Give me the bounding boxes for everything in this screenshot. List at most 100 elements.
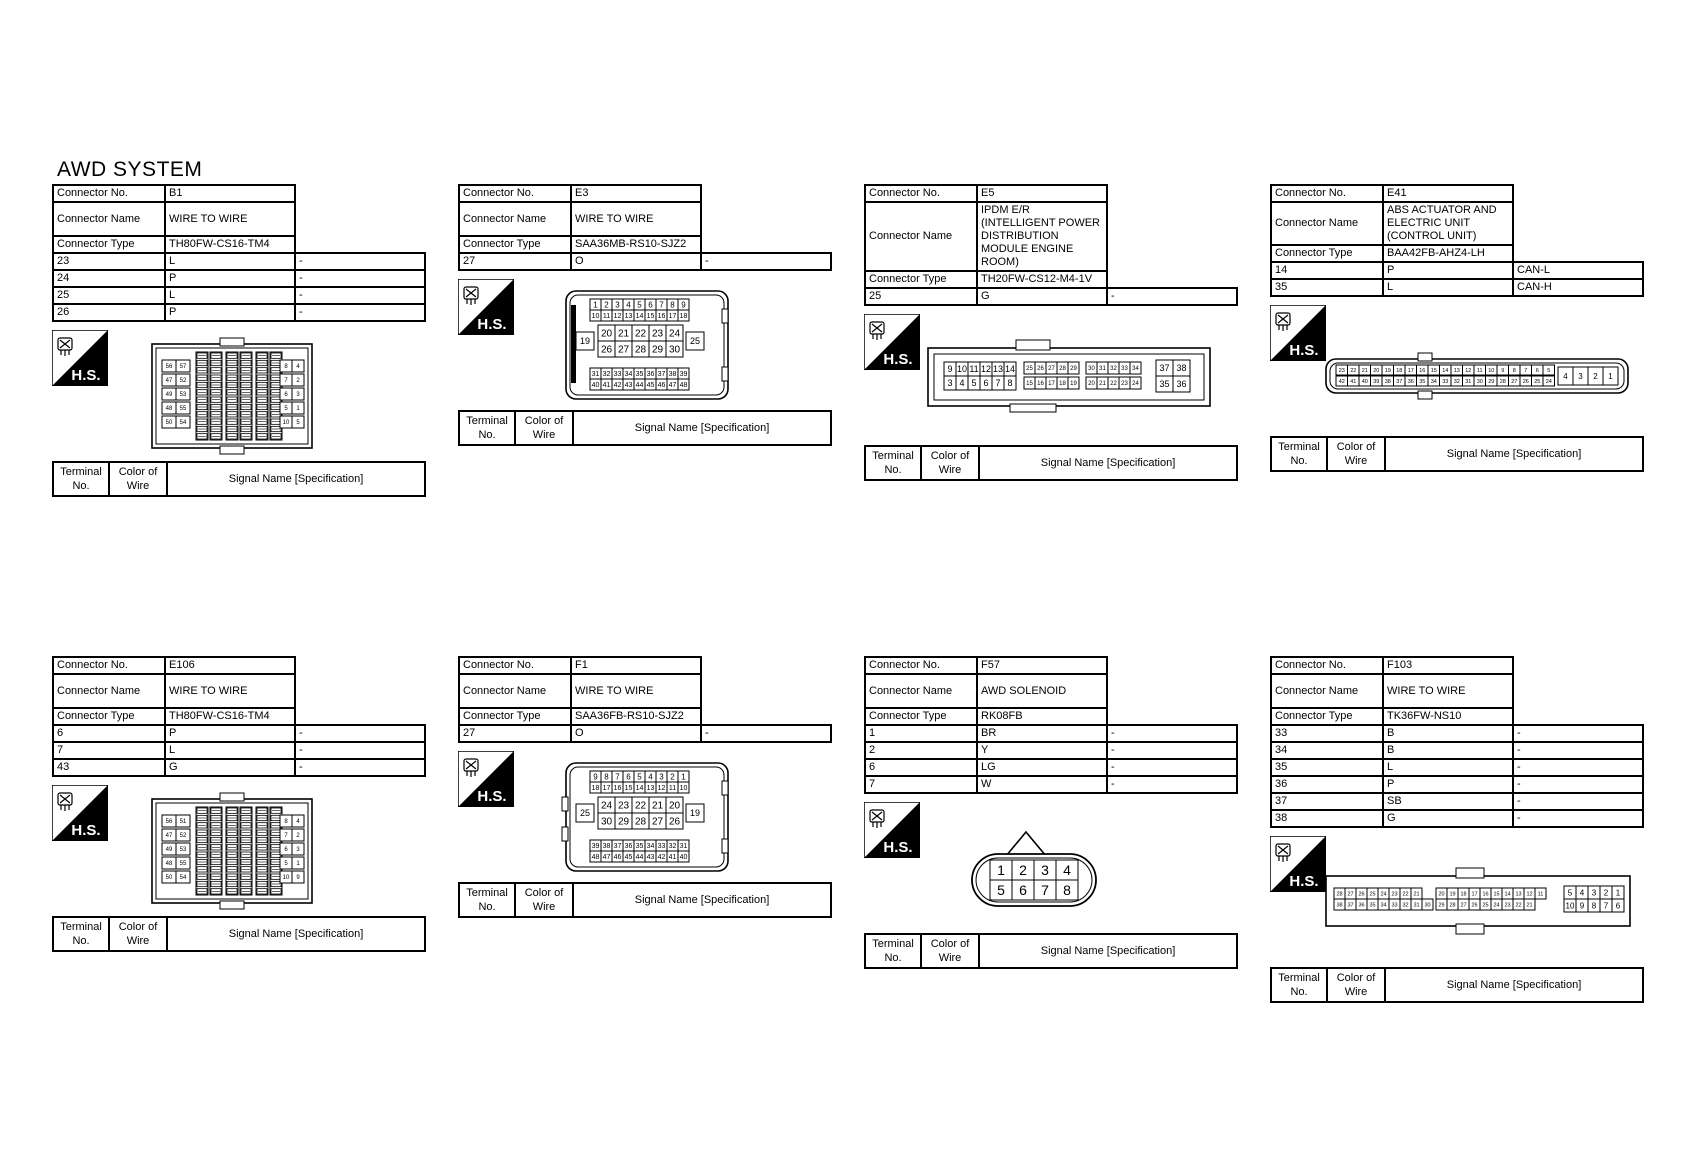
terminal-number: 24: [1546, 379, 1552, 385]
terminal-number: 23: [652, 329, 664, 340]
terminal-number: 37: [1159, 363, 1169, 373]
terminal-no-cell: 6: [864, 758, 978, 777]
wire-color-cell: P: [164, 269, 296, 288]
terminal-number: 54: [180, 420, 187, 426]
terminal-number: 37: [658, 371, 666, 378]
terminal-cavity: [575, 331, 595, 351]
terminal-column: [239, 351, 253, 441]
terminal-number: 19: [580, 336, 590, 346]
terminal-number: 17: [1048, 381, 1055, 387]
terminal-number: 38: [1336, 902, 1342, 908]
terminal-number: 31: [1465, 379, 1471, 385]
signal-name-cell: -: [1106, 758, 1238, 777]
terminal-number: 7: [615, 772, 620, 781]
terminal-cavity: [175, 387, 191, 401]
terminal-number: 16: [1037, 381, 1044, 387]
terminal-no-cell: 43: [52, 758, 166, 777]
connector-type-value: TH80FW-CS16-TM4: [164, 707, 296, 726]
connector-name-value: WIRE TO WIRE: [1382, 673, 1514, 709]
terminal-cavity: [291, 814, 305, 828]
terminal-cavity: [175, 373, 191, 387]
terminal-column: [209, 351, 223, 441]
terminal-cavity: [175, 856, 191, 870]
terminal-cavity: [291, 842, 305, 856]
color-of-wire-header: Color of Wire: [514, 410, 574, 446]
terminal-column: [225, 351, 239, 441]
terminal-number: 21: [1099, 381, 1106, 387]
terminal-number: 11: [1538, 891, 1544, 897]
terminal-number: 35: [1159, 379, 1169, 389]
terminal-number: 6: [983, 378, 988, 388]
terminal-number: 3: [296, 392, 300, 398]
terminal-number: 17: [669, 313, 677, 320]
terminal-number: 21: [618, 329, 630, 340]
side-lock: [721, 780, 729, 796]
signal-name-header: Signal Name [Specification]: [166, 461, 426, 497]
terminal-column: [209, 806, 223, 896]
terminal-number: 13: [1515, 891, 1521, 897]
terminal-number: 32: [669, 843, 677, 850]
terminal-number: 39: [680, 371, 688, 378]
connector-no-value: E5: [976, 184, 1108, 203]
terminal-number: 20: [601, 329, 613, 340]
signal-name-cell: -: [294, 252, 426, 271]
terminal-number: 9: [1501, 368, 1504, 374]
connector-name-label: Connector Name: [52, 673, 166, 709]
wire-color-cell: L: [164, 286, 296, 305]
terminal-number: 14: [1442, 368, 1448, 374]
terminal-number: 1: [593, 300, 598, 309]
terminal-number: 51: [180, 819, 187, 825]
terminal-number: 17: [1408, 368, 1414, 374]
terminal-number: 36: [647, 371, 655, 378]
color-of-wire-header: Color of Wire: [1326, 436, 1386, 472]
terminal-number: 5: [296, 420, 300, 426]
signal-name-cell: -: [294, 269, 426, 288]
terminal-number: 13: [1454, 368, 1460, 374]
terminal-number: 23: [1504, 902, 1510, 908]
terminal-number: 4: [626, 300, 631, 309]
terminal-number: 56: [166, 819, 173, 825]
terminal-number: 26: [1037, 366, 1044, 372]
side-lock: [721, 838, 729, 854]
terminal-cavity: [1421, 898, 1434, 911]
connector-type-label: Connector Type: [864, 270, 978, 289]
connector-name-value: WIRE TO WIRE: [570, 201, 702, 237]
terminal-number: 37: [1347, 902, 1353, 908]
terminal-number: 28: [635, 817, 647, 828]
connector-type-label: Connector Type: [1270, 707, 1384, 726]
terminal-number: 4: [1580, 888, 1585, 897]
connector-no-value: F57: [976, 656, 1108, 675]
terminal-number: 18: [1396, 368, 1402, 374]
terminal-number: 7: [1041, 882, 1049, 898]
terminal-column: [195, 351, 209, 441]
svg-text:H.S.: H.S.: [477, 788, 506, 805]
terminal-number: 20: [1438, 891, 1444, 897]
lock-tab: [1009, 403, 1057, 413]
signal-name-header: Signal Name [Specification]: [978, 445, 1238, 481]
terminal-cavity: [1542, 375, 1555, 387]
terminal-number: 29: [1070, 366, 1077, 372]
connector-no-value: E41: [1382, 184, 1514, 203]
terminal-number: 34: [647, 843, 655, 850]
terminal-number: 38: [1385, 379, 1391, 385]
terminal-no-cell: 24: [52, 269, 166, 288]
terminal-no-cell: 34: [1270, 741, 1384, 760]
terminal-number: 16: [1482, 891, 1488, 897]
terminal-number: 25: [690, 336, 700, 346]
terminal-cavity: [1523, 898, 1536, 911]
terminal-number: 4: [648, 772, 653, 781]
color-of-wire-header: Color of Wire: [108, 916, 168, 952]
connector-type-label: Connector Type: [52, 707, 166, 726]
terminal-number: 38: [1176, 363, 1186, 373]
